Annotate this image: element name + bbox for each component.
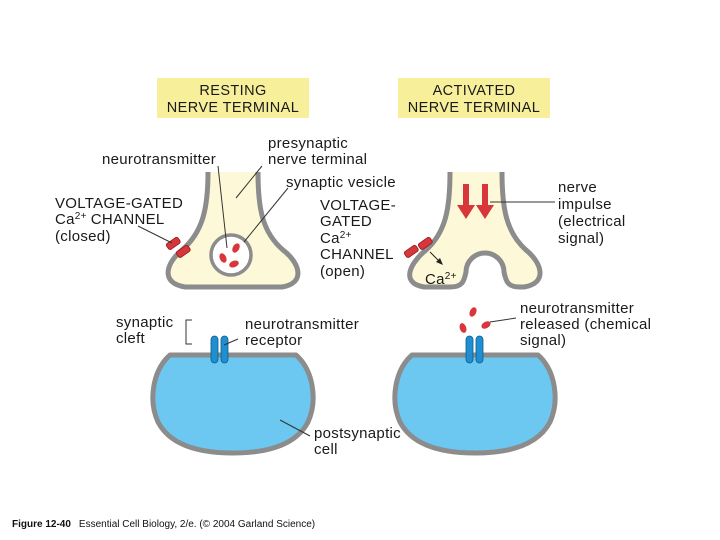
svg-text:released (chemical: released (chemical — [520, 316, 651, 333]
svg-text:Ca2+: Ca2+ — [320, 230, 352, 247]
activated-postsynaptic-cell — [392, 352, 558, 456]
svg-text:signal): signal) — [520, 332, 566, 349]
label-postsynaptic-cell: postsynaptic cell — [314, 425, 401, 458]
vg-channel-open-icon — [403, 236, 433, 258]
svg-text:signal): signal) — [558, 230, 604, 247]
label-nt-released: neurotransmitter released (chemical sign… — [520, 300, 651, 349]
header-activated-line1: ACTIVATED — [433, 83, 516, 99]
header-activated: ACTIVATED NERVE TERMINAL — [398, 78, 550, 118]
label-neurotransmitter: neurotransmitter — [102, 151, 216, 168]
activated-presynaptic-terminal — [407, 171, 543, 290]
vesicle-neurotransmitter — [219, 243, 240, 268]
ca-entry-arrow — [429, 251, 443, 265]
synaptic-vesicle — [209, 233, 253, 277]
svg-text:(open): (open) — [320, 263, 365, 280]
header-resting: RESTING NERVE TERMINAL — [157, 78, 309, 118]
leader-lines — [137, 165, 555, 437]
label-presynaptic-terminal: presynaptic nerve terminal — [268, 135, 367, 168]
svg-text:Ca2+CHANNEL: Ca2+CHANNEL — [55, 211, 165, 228]
synaptic-cleft-bracket — [185, 319, 192, 345]
resting-receptor-icon — [210, 335, 229, 364]
svg-text:VOLTAGE-: VOLTAGE- — [320, 197, 396, 214]
resting-presynaptic-terminal — [165, 171, 301, 290]
svg-text:synaptic: synaptic — [116, 314, 174, 331]
svg-text:nerve: nerve — [558, 179, 597, 196]
svg-text:impulse: impulse — [558, 196, 612, 213]
resting-postsynaptic-cell — [150, 352, 316, 456]
svg-text:VOLTAGE-GATED: VOLTAGE-GATED — [55, 195, 183, 212]
svg-text:cleft: cleft — [116, 330, 146, 347]
svg-text:receptor: receptor — [245, 332, 302, 349]
nerve-impulse-arrows — [457, 184, 494, 219]
label-synaptic-cleft: synaptic cleft — [116, 314, 174, 347]
label-vg-channel-open: VOLTAGE- GATED Ca2+ CHANNEL (open) — [320, 197, 396, 280]
header-activated-line2: NERVE TERMINAL — [408, 100, 540, 116]
svg-text:(electrical: (electrical — [558, 213, 625, 230]
activated-receptor-icon — [465, 335, 484, 364]
svg-text:CHANNEL: CHANNEL — [320, 246, 394, 263]
header-resting-line2: NERVE TERMINAL — [167, 100, 299, 116]
label-receptor: neurotransmitter receptor — [245, 316, 359, 349]
header-resting-line1: RESTING — [199, 83, 266, 99]
label-vg-channel-closed: VOLTAGE-GATED Ca2+CHANNEL (closed) — [55, 195, 183, 245]
svg-text:presynaptic: presynaptic — [268, 135, 348, 152]
svg-text:postsynaptic: postsynaptic — [314, 425, 401, 442]
svg-text:nerve terminal: nerve terminal — [268, 151, 367, 168]
released-neurotransmitter — [459, 307, 491, 333]
label-nerve-impulse: nerve impulse (electrical signal) — [558, 179, 625, 247]
label-synaptic-vesicle: synaptic vesicle — [286, 174, 396, 191]
svg-text:cell: cell — [314, 441, 338, 458]
vg-channel-closed-icon — [165, 236, 191, 258]
svg-text:neurotransmitter: neurotransmitter — [520, 300, 634, 317]
svg-text:(closed): (closed) — [55, 228, 111, 245]
svg-text:GATED: GATED — [320, 213, 372, 230]
svg-text:neurotransmitter: neurotransmitter — [245, 316, 359, 333]
label-ca-ion: Ca2+ — [425, 271, 457, 288]
